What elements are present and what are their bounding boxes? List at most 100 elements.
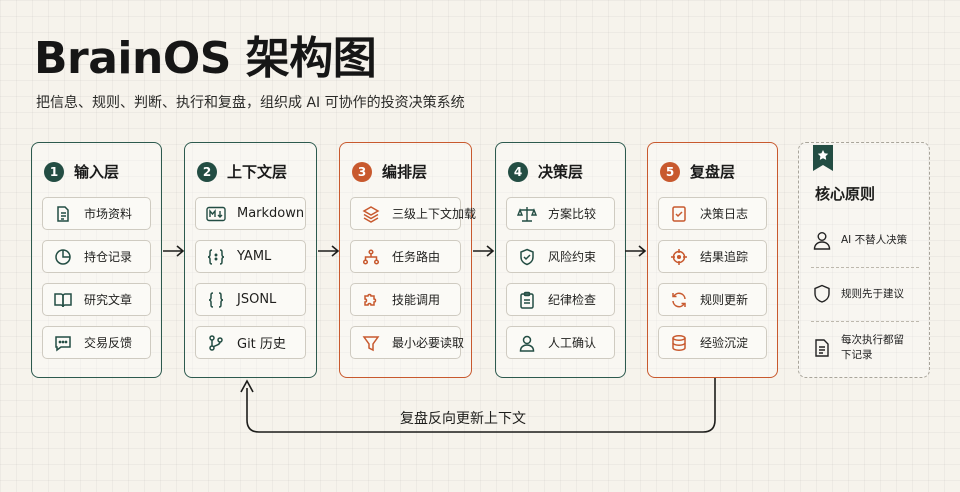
layer-item: 纪律检查 [506, 283, 615, 316]
page-title: BrainOS 架构图 [34, 33, 377, 84]
layer-item-label: JSONL [237, 292, 277, 307]
shield-check-icon [516, 246, 538, 268]
scale-icon [516, 203, 538, 225]
layer-item-label: 研究文章 [84, 293, 133, 307]
principle-item: 每次执行都留下记录 [811, 333, 919, 363]
funnel-icon [360, 332, 382, 354]
markdown-icon [205, 203, 227, 225]
principle-item: 规则先于建议 [811, 283, 919, 305]
layer-title: 上下文层 [227, 163, 288, 181]
flow-arrow-icon [625, 245, 647, 257]
layer-item-label: 规则更新 [700, 293, 749, 307]
layer-item-label: 交易反馈 [84, 336, 133, 350]
layer-item: 市场资料 [42, 197, 151, 230]
layer-item-label: 风险约束 [548, 250, 597, 264]
principle-divider [811, 267, 919, 268]
crosshair-icon [668, 246, 690, 268]
layer-item: 结果追踪 [658, 240, 767, 273]
flow-arrow-icon [318, 245, 340, 257]
layer-header: 3 编排层 [352, 161, 427, 182]
layer-item: 技能调用 [350, 283, 461, 316]
layer-title: 编排层 [382, 163, 428, 181]
layer-item: 风险约束 [506, 240, 615, 273]
layer-item-label: 三级上下文加载 [392, 207, 477, 221]
puzzle-icon [360, 289, 382, 311]
git-branch-icon [205, 332, 227, 354]
layer-item-label: Git 历史 [237, 337, 286, 352]
layer-header: 2 上下文层 [197, 161, 287, 182]
database-icon [668, 332, 690, 354]
open-book-icon [52, 289, 74, 311]
layer-review: 5 复盘层 决策日志 结果追踪 规则更新 经验沉淀 [647, 142, 778, 378]
layer-item: 人工确认 [506, 326, 615, 359]
layer-item: 交易反馈 [42, 326, 151, 359]
layer-item: JSONL [195, 283, 306, 316]
layer-item-label: 最小必要读取 [392, 336, 465, 350]
log-check-icon [668, 203, 690, 225]
layer-item: 研究文章 [42, 283, 151, 316]
layer-item-label: 经验沉淀 [700, 336, 749, 350]
layer-decision: 4 决策层 方案比较 风险约束 纪律检查 人工确认 [495, 142, 626, 378]
layer-item-label: YAML [237, 249, 272, 264]
layer-item: 三级上下文加载 [350, 197, 476, 230]
braces-icon [205, 289, 227, 311]
layer-orchestration: 3 编排层 三级上下文加载 任务路由 技能调用 最小必要读取 [339, 142, 476, 378]
layer-item: Git 历史 [195, 326, 306, 359]
principle-label: 规则先于建议 [841, 287, 904, 300]
braces-colon-icon [205, 246, 227, 268]
layers-icon [360, 203, 382, 225]
layer-item: 决策日志 [658, 197, 767, 230]
layer-item-label: 技能调用 [392, 293, 441, 307]
layer-number-badge: 1 [44, 161, 64, 182]
layer-item: 规则更新 [658, 283, 767, 316]
layer-item-label: Markdown [237, 206, 305, 221]
layer-item: 方案比较 [506, 197, 615, 230]
person-icon [811, 229, 833, 251]
layer-item-label: 市场资料 [84, 207, 133, 221]
principle-item: AI 不替人决策 [811, 229, 919, 251]
document-icon [811, 337, 833, 359]
layer-item-label: 持仓记录 [84, 250, 133, 264]
user-icon [516, 332, 538, 354]
layer-context: 2 上下文层 Markdown YAML JSONL Git 历史 [184, 142, 317, 378]
layer-number-badge: 4 [508, 161, 528, 182]
layer-item: 最小必要读取 [350, 326, 465, 359]
layer-number-badge: 2 [197, 161, 217, 182]
route-icon [360, 246, 382, 268]
page-subtitle: 把信息、规则、判断、执行和复盘，组织成 AI 可协作的投资决策系统 [36, 95, 465, 111]
layer-number-badge: 5 [660, 161, 680, 182]
layer-input: 1 输入层 市场资料 持仓记录 研究文章 交易反馈 [31, 142, 162, 378]
layer-item: 任务路由 [350, 240, 461, 273]
layer-header: 1 输入层 [44, 161, 119, 182]
principle-label: 每次执行都留下记录 [841, 334, 904, 361]
document-icon [52, 203, 74, 225]
chat-bubble-icon [52, 332, 74, 354]
layer-item-label: 结果追踪 [700, 250, 749, 264]
layer-item-label: 纪律检查 [548, 293, 597, 307]
layer-item: YAML [195, 240, 306, 273]
layer-header: 5 复盘层 [660, 161, 735, 182]
principles-panel: 核心原则 AI 不替人决策 规则先于建议 每次执行都留下记录 [798, 142, 930, 378]
layer-header: 4 决策层 [508, 161, 583, 182]
clipboard-icon [516, 289, 538, 311]
layer-number-badge: 3 [352, 161, 372, 182]
star-bookmark-icon [813, 145, 833, 171]
flow-arrow-icon [163, 245, 185, 257]
refresh-icon [668, 289, 690, 311]
principles-title: 核心原则 [815, 185, 876, 203]
layer-item-label: 人工确认 [548, 336, 597, 350]
layer-title: 决策层 [538, 163, 584, 181]
flow-arrow-icon [473, 245, 495, 257]
feedback-label: 复盘反向更新上下文 [400, 411, 526, 427]
layer-title: 复盘层 [690, 163, 736, 181]
layer-title: 输入层 [74, 163, 120, 181]
layer-item-label: 决策日志 [700, 207, 749, 221]
pie-chart-icon [52, 246, 74, 268]
layer-item: 经验沉淀 [658, 326, 767, 359]
layer-item-label: 方案比较 [548, 207, 597, 221]
layer-item: 持仓记录 [42, 240, 151, 273]
principle-label: AI 不替人决策 [841, 233, 908, 246]
layer-item: Markdown [195, 197, 306, 230]
principle-divider [811, 321, 919, 322]
